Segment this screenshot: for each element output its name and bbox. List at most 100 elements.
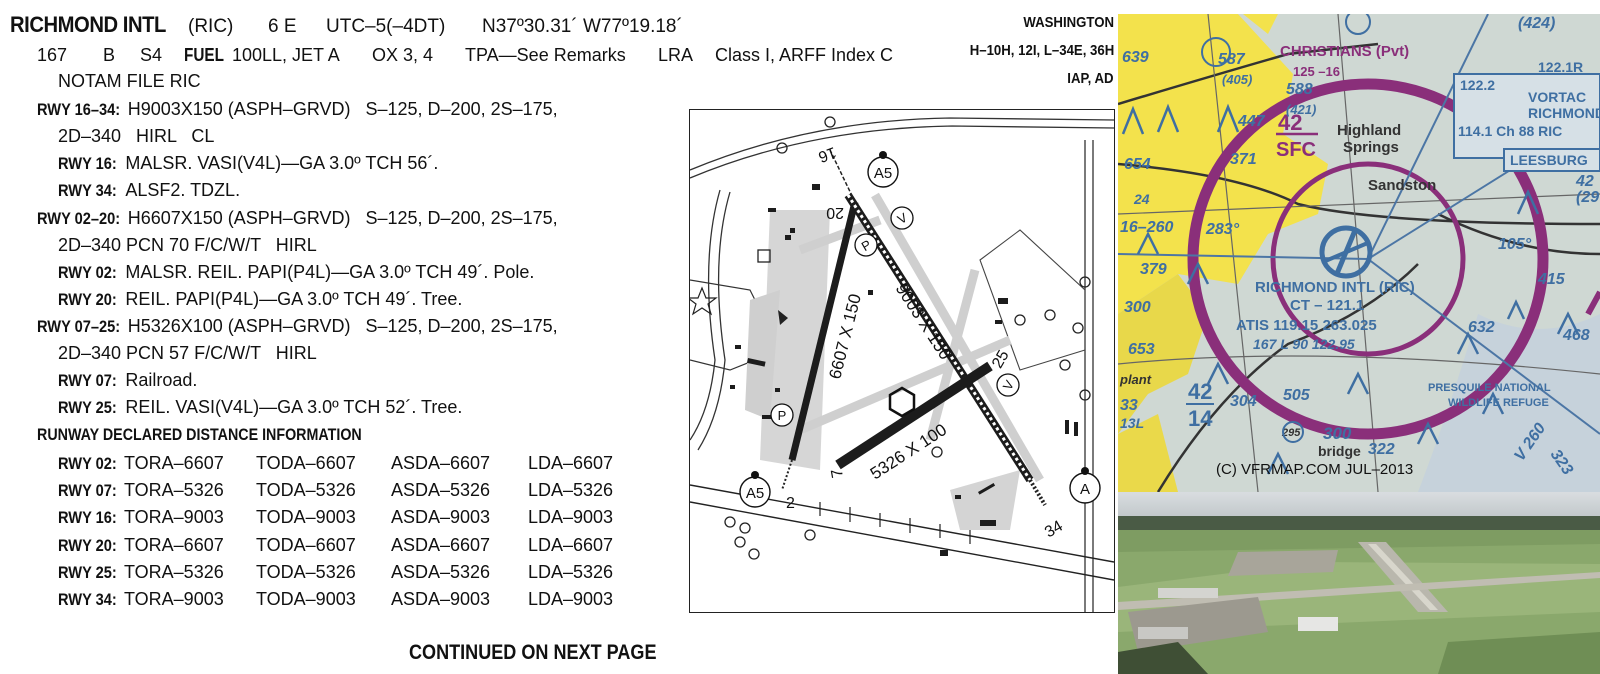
n-42-right: 42 — [1575, 173, 1594, 190]
declared-cell: ASDA–9003 — [391, 589, 490, 610]
vortac-line3: RICHMOND — [1528, 105, 1600, 121]
runway-spec: H9003X150 (ASPH–GRVD) S–125, D–200, 2S–1… — [127, 99, 558, 119]
runway-label: RWY 16–34: — [37, 100, 121, 119]
n-653: 653 — [1128, 341, 1155, 358]
obstruction-symbols — [1121, 103, 1580, 475]
declared-cell: LDA–6607 — [528, 453, 613, 474]
declared-distance-title: RUNWAY DECLARED DISTANCE INFORMATION — [37, 425, 362, 444]
runway-end-text: Railroad. — [125, 370, 198, 390]
vortac-line2: VORTAC — [1528, 89, 1586, 105]
n-283: 283° — [1205, 221, 1240, 238]
runway-label: RWY 02–20: — [37, 209, 121, 228]
runway-end-20: RWY 20: REIL. PAPI(P4L)—GA 3.0º TCH 49´.… — [58, 289, 462, 310]
sfc-top: 42 — [1278, 110, 1302, 135]
runway-end-label: RWY 16: — [58, 154, 117, 173]
declared-cell: TODA–5326 — [256, 480, 356, 501]
buildings — [730, 184, 1078, 556]
windsock-icon — [778, 310, 788, 325]
declared-cell: TODA–9003 — [256, 507, 356, 528]
continued-note: CONTINUED ON NEXT PAGE — [409, 641, 657, 664]
declared-cell: LDA–9003 — [528, 507, 613, 528]
beacon-star-icon — [690, 286, 718, 316]
runway-spec-line2: 2D–340 HIRL CL — [58, 126, 215, 146]
declared-cell: TORA–6607 — [124, 453, 224, 474]
bridge-value: 300 — [1323, 424, 1352, 443]
sym-a5-north: A5 — [874, 165, 892, 182]
n-405: (405) — [1222, 72, 1252, 87]
runway-end-text: MALSR. VASI(V4L)—GA 3.0º TCH 56´. — [125, 153, 439, 173]
declared-label: RWY 07: — [58, 481, 117, 501]
declared-cell: ASDA–9003 — [391, 507, 490, 528]
declared-cell: ASDA–5326 — [391, 562, 490, 583]
runway-spec: H6607X150 (ASPH–GRVD) S–125, D–200, 2S–1… — [127, 208, 558, 228]
declared-asda: ASDA–6607 — [391, 534, 491, 555]
refuge-line2: WILDLIFE REFUGE — [1448, 397, 1549, 409]
runway-spec: H5326X100 (ASPH–GRVD) S–125, D–200, 2S–1… — [127, 316, 558, 336]
airport-directory-page: RICHMOND INTL (RIC) 6 E UTC–5(–4DT) N37º… — [10, 12, 1115, 664]
declared-tora: TORA–5326 — [124, 480, 224, 501]
declared-label: RWY 20: — [58, 535, 117, 555]
declared-cell: RWY 02: — [58, 453, 126, 474]
runway-spec-line2: 2D–340 PCN 70 F/C/W/T HIRL — [58, 235, 317, 255]
airport-coordinates: N37º30.31´ W77º19.18´ — [482, 16, 683, 37]
place-highland: Highland — [1337, 122, 1401, 139]
declared-tora: TORA–5326 — [124, 561, 224, 582]
runway-end-text: ALSF2. TDZL. — [125, 180, 241, 200]
declared-cell: ASDA–6607 — [391, 453, 490, 474]
declared-cell: LDA–5326 — [528, 562, 613, 583]
airport-symbol-ric — [1319, 225, 1373, 279]
runway-07-25: RWY 07–25:H5326X100 (ASPH–GRVD) S–125, D… — [37, 316, 558, 337]
vortac-box — [1453, 73, 1600, 159]
declared-tora: TORA–6607 — [124, 453, 224, 473]
sym-p-south: P — [778, 408, 787, 423]
declared-cell: TORA–5326 — [124, 562, 224, 583]
n-415: 415 — [1537, 271, 1566, 288]
runway-end-label: RWY 25: — [58, 398, 117, 417]
declared-cell: RWY 34: — [58, 589, 126, 610]
declared-cell: TORA–9003 — [124, 507, 224, 528]
airport-name: RICHMOND INTL — [10, 12, 166, 37]
declared-cell: RWY 07: — [58, 480, 126, 501]
declared-cell: TODA–9003 — [256, 589, 356, 610]
declared-cell: RWY 25: — [58, 562, 126, 583]
airport-diagram-svg: A5 A5 A P P V V 6607 X 150 9003 X 150 — [690, 116, 1114, 612]
runway-end-text: REIL. PAPI(P4L)—GA 3.0º TCH 49´. Tree. — [125, 289, 463, 309]
sym-a-east: A — [1080, 481, 1090, 498]
declared-toda: TODA–6607 — [256, 534, 356, 555]
n-588: 588 — [1286, 81, 1313, 98]
airport-class: Class I, ARFF Index C — [715, 45, 894, 65]
place-sandston: Sandston — [1368, 177, 1436, 194]
traffic-pattern: TPA—See Remarks — [465, 45, 626, 65]
terminal-hex-icon — [888, 386, 916, 418]
declared-cell: LDA–9003 — [528, 589, 613, 610]
declared-label: RWY 16: — [58, 508, 117, 528]
vortac-line4: 114.1 Ch 88 RIC — [1458, 123, 1562, 139]
declared-toda: TODA–5326 — [256, 561, 356, 582]
n-424: (424) — [1518, 15, 1555, 32]
n-447: 447 — [1237, 113, 1266, 130]
runway-end-label: RWY 07: — [58, 371, 117, 390]
sectional-ct: CT – 121.1 — [1290, 297, 1364, 314]
runway-end-label: RWY 34: — [58, 181, 117, 200]
label-end-7: 7 — [829, 467, 847, 479]
label-rwy-0725: 5326 X 100 — [867, 420, 950, 483]
declared-cell: TORA–9003 — [124, 589, 224, 610]
vortac-freq: 122.2 — [1460, 77, 1495, 93]
declared-cell: RWY 16: — [58, 507, 126, 528]
n-plant: plant — [1119, 372, 1152, 387]
declared-toda: TODA–6607 — [256, 453, 356, 473]
declared-cell: LDA–6607 — [528, 535, 613, 556]
declared-asda: ASDA–9003 — [391, 507, 491, 528]
label-end-2: 2 — [786, 495, 795, 512]
runway-16-34: RWY 16–34: H9003X150 (ASPH–GRVD) S–125, D… — [37, 99, 558, 120]
declared-asda: ASDA–5326 — [391, 561, 491, 582]
perimeter-road — [690, 117, 1114, 171]
fuel-label: FUEL — [184, 45, 224, 65]
n-468: 468 — [1562, 327, 1590, 344]
tower-box-icon — [757, 249, 771, 263]
declared-cell: ASDA–6607 — [391, 535, 490, 556]
sectional-elev-line: 167 L 90 122.95 — [1253, 336, 1355, 352]
aerial-photo — [1118, 492, 1600, 674]
aerial-photo-svg — [1118, 492, 1600, 674]
n-322: 322 — [1368, 441, 1395, 458]
